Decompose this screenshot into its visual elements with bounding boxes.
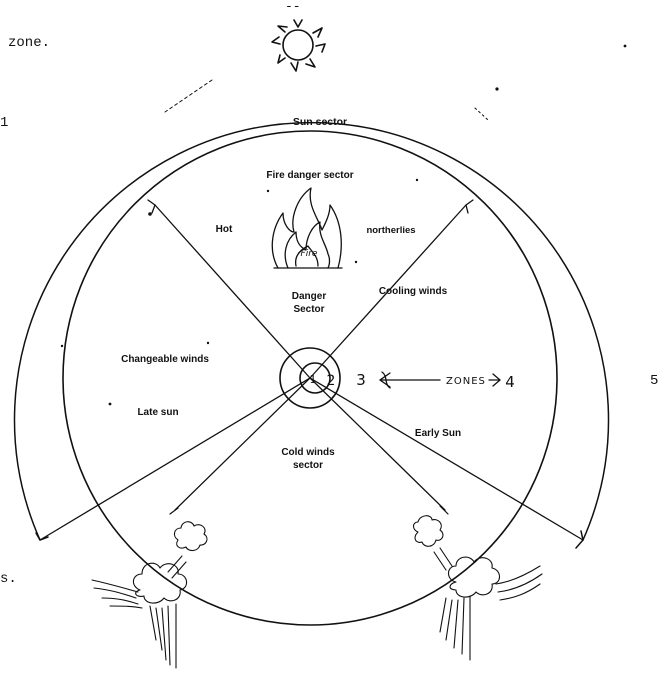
page-fragment-s: s.: [0, 571, 17, 587]
fire-sector-right-arrow: [466, 200, 473, 213]
zone-number-2: 2: [327, 373, 336, 389]
page-fragment-five: 5: [650, 373, 658, 389]
wind-cloud-icon: [92, 522, 207, 668]
label-sun-sector: Sun sector: [293, 116, 347, 128]
label-early-sun: Early Sun: [415, 428, 461, 439]
zone-number-1: 1: [310, 373, 317, 386]
label-fire-danger-sector: Fire danger sector: [266, 170, 353, 181]
sun-icon: [272, 20, 325, 71]
page-fragment-zone: zone.: [8, 35, 50, 51]
scan-dash-left: [165, 80, 212, 112]
sector-line-sw: [175, 378, 310, 510]
scatter-dots: [61, 45, 627, 406]
sector-line-ese: [310, 378, 583, 540]
zone-number-4: 4: [505, 373, 515, 391]
wind-cloud-icon: [414, 516, 543, 660]
label-cold-winds: Cold winds: [281, 447, 335, 458]
label-cold-winds-sector: sector: [293, 460, 323, 471]
cold-sector-ticks: [170, 506, 448, 514]
scan-dash-right: [475, 108, 488, 120]
page-fragment-top: --: [285, 0, 301, 14]
sector-line-wsw: [40, 378, 310, 540]
zone-number-3: 3: [356, 371, 366, 389]
label-late-sun: Late sun: [137, 407, 178, 418]
label-sector: Sector: [293, 304, 324, 315]
label-danger: Danger: [292, 291, 327, 302]
sector-line-nw: [155, 205, 310, 378]
label-changeable-winds: Changeable winds: [121, 354, 209, 365]
sun-sector-arc: [14, 123, 608, 540]
label-zones: ZONES: [446, 376, 486, 387]
label-hot: Hot: [216, 224, 233, 235]
label-northerlies: northerlies: [366, 225, 415, 236]
fire-sector-left-arrow: [148, 200, 155, 213]
label-cooling-winds: Cooling winds: [379, 286, 448, 297]
fire-icon-label: Fire: [301, 249, 318, 259]
sector-line-se: [310, 378, 445, 510]
page-fragment-one: 1: [0, 115, 8, 131]
